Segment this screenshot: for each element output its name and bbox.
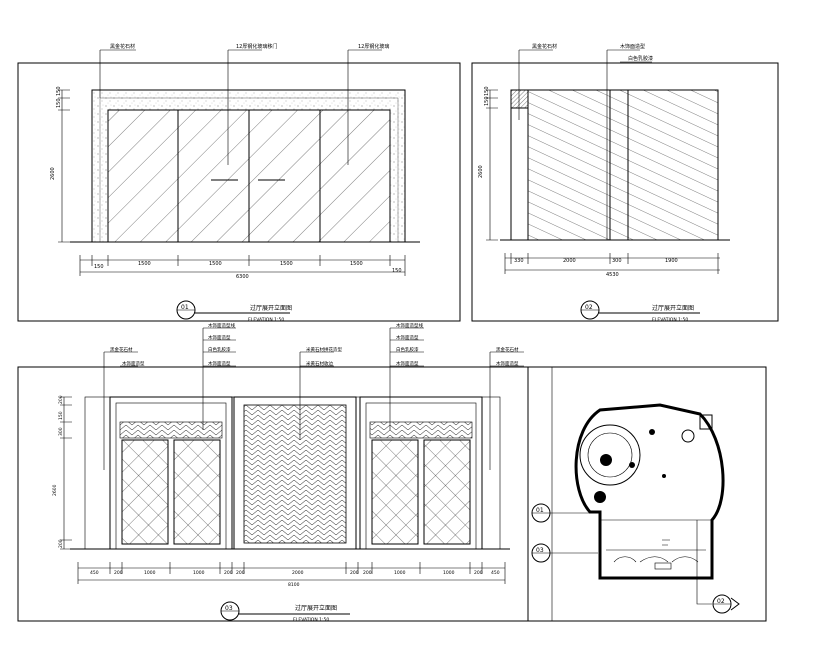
callout-p2-2: 木饰面造型 [620,43,645,50]
wood-wall [527,89,719,241]
dim-p3-b9: 200 [363,570,372,576]
dim-total: 6300 [236,274,249,280]
panel-02-border [471,62,779,322]
dim-p3-l2: 150 [58,411,64,420]
callout-p3-r2: 木饰面造型 [496,360,519,367]
door-1-transom [119,421,223,439]
door-2-transom [369,421,473,439]
dim-b4: 1500 [280,261,293,267]
dim-p3-b6: 200 [236,570,245,576]
panel-01-border [17,62,461,322]
callout-3: 12厚钢化玻璃 [358,43,389,50]
dim-p3-total: 8100 [288,582,300,588]
dim-b5: 1500 [350,261,363,267]
callout-p3-r1: 黑金花石材 [496,346,519,353]
dim-b3: 1500 [209,261,222,267]
callout-1: 黑金花石材 [110,43,135,50]
elevation-02: 黑金花石材 木饰面造型 白色乳胶漆 150 150 2600 330 2000 … [471,43,779,323]
door-1-left-leaf [121,439,169,545]
callout-c-2: 米黄石材收边 [306,360,333,367]
door-1-right-leaf [173,439,221,545]
dim-p2-total: 4530 [606,272,619,278]
elevation-scale-03: ELEVATION 1:50 [293,617,329,623]
dim-p2-b3: 300 [612,258,622,264]
dim-p3-b10: 1000 [394,570,406,576]
dim-b2: 1500 [138,261,151,267]
dim-p3-b3: 1000 [144,570,156,576]
dim-p3-b4: 1000 [193,570,205,576]
dim-p3-l4: 2600 [52,484,58,496]
elevation-scale: ELEVATION 1:50 [248,317,284,323]
dim-p2-b4: 1900 [665,258,678,264]
dim-p3-l5: 200 [58,539,64,548]
dim-p3-b11: 1000 [443,570,455,576]
elevation-01: 黑金花石材 12厚钢化玻璃移门 12厚钢化玻璃 150 150 2600 150… [17,43,461,323]
callout-2: 12厚钢化玻璃移门 [236,43,277,50]
dim-p3-b7: 2000 [292,570,304,576]
floor-plan: 01 03 02 [527,366,767,622]
dim-p3-b2: 200 [114,570,123,576]
dim-b1: 150 [94,264,104,270]
dim-p2-l2: 150 [484,96,490,106]
callout-c-1: 米黄石材拼花造型 [306,346,342,353]
round-table [579,424,641,486]
callout-p2-3: 白色乳胶漆 [628,55,653,62]
callout-d1-3: 白色乳胶漆 [208,346,231,353]
dim-left-3: 2600 [50,167,56,180]
callout-d2-3: 白色乳胶漆 [396,346,419,353]
callout-d2-2: 木饰面造型 [396,334,419,341]
elevation-title-03: 过厅展开立面图 [295,604,337,612]
marker-02-label: 02 [717,598,725,605]
section-tag: 01 [181,304,189,311]
stone-mosaic [243,404,347,544]
dim-p2-l3: 2600 [478,165,484,178]
dim-left-1: 150 [56,86,62,96]
section-tag-03: 03 [225,605,233,612]
callout-d2-4: 木饰面造型 [396,360,419,367]
elevation-03: 黑金花石材 木饰面造型 木饰面造型线 木饰面造型 白色乳胶漆 木饰面造型 米黄石… [17,322,529,623]
dim-p3-b5: 200 [224,570,233,576]
dim-p3-l3: 300 [58,427,64,436]
dim-p3-b12: 200 [474,570,483,576]
dim-p2-b2: 2000 [563,258,576,264]
dim-p2-l1: 150 [484,86,490,96]
elevation-title-02: 过厅展开立面图 [652,304,694,312]
marker-01-label: 01 [536,507,544,514]
callout-p3-l2: 木饰面造型 [122,360,145,367]
dim-p3-b13: 450 [491,570,500,576]
door-2-right-leaf [423,439,471,545]
elevation-title: 过厅展开立面图 [250,304,292,312]
dim-p2-b1: 330 [514,258,524,264]
plan-outline [574,403,725,580]
callout-d1-2: 木饰面造型 [208,334,231,341]
marker-03-label: 03 [536,547,544,554]
dim-p3-b1: 450 [90,570,99,576]
callout-d1-1: 木饰面造型线 [208,322,235,329]
callout-p3-l1: 黑金花石材 [110,346,133,353]
center-panel-frame [233,396,357,550]
door-2-left-leaf [371,439,419,545]
dim-p3-l1: 200 [58,395,64,404]
callout-d1-4: 木饰面造型 [208,360,231,367]
dim-p3-b8: 200 [350,570,359,576]
dim-b6: 150 [392,268,402,274]
dim-left-2: 150 [56,98,62,108]
section-tag-02: 02 [585,304,593,311]
stone-corner [510,89,529,109]
elevation-scale-02: ELEVATION 1:50 [652,317,688,323]
callout-p2-1: 黑金花石材 [532,43,557,50]
callout-d2-1: 木饰面造型线 [396,322,423,329]
